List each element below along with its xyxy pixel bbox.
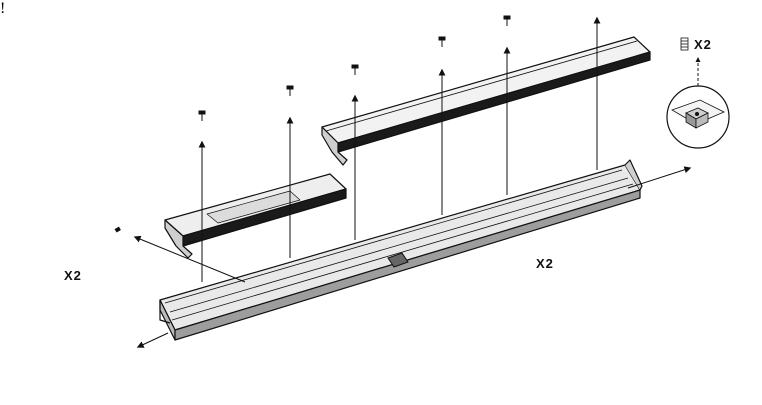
quantity-label-mid: X2 <box>536 256 554 271</box>
short-cover-profile <box>164 173 347 259</box>
end-cap-arrow-left <box>136 332 169 348</box>
screw-icon <box>114 15 511 233</box>
side-arrow-right <box>627 166 692 189</box>
quantity-label-top-right: X2 <box>694 37 712 52</box>
screw-lift-arrows <box>198 16 601 282</box>
side-arrow-left <box>133 235 246 283</box>
set-screw-icon <box>680 37 689 51</box>
long-cover-profile <box>321 36 651 166</box>
detail-circle-top-right <box>666 85 730 149</box>
base-profile <box>159 159 643 341</box>
quantity-label-left: X2 <box>64 268 82 283</box>
warning-icon: ! <box>0 0 6 17</box>
base-connector <box>387 252 409 268</box>
set-screw-arrow-left: ! X2 X2 X2 const data = JSON.parse(docum… <box>0 0 711 283</box>
